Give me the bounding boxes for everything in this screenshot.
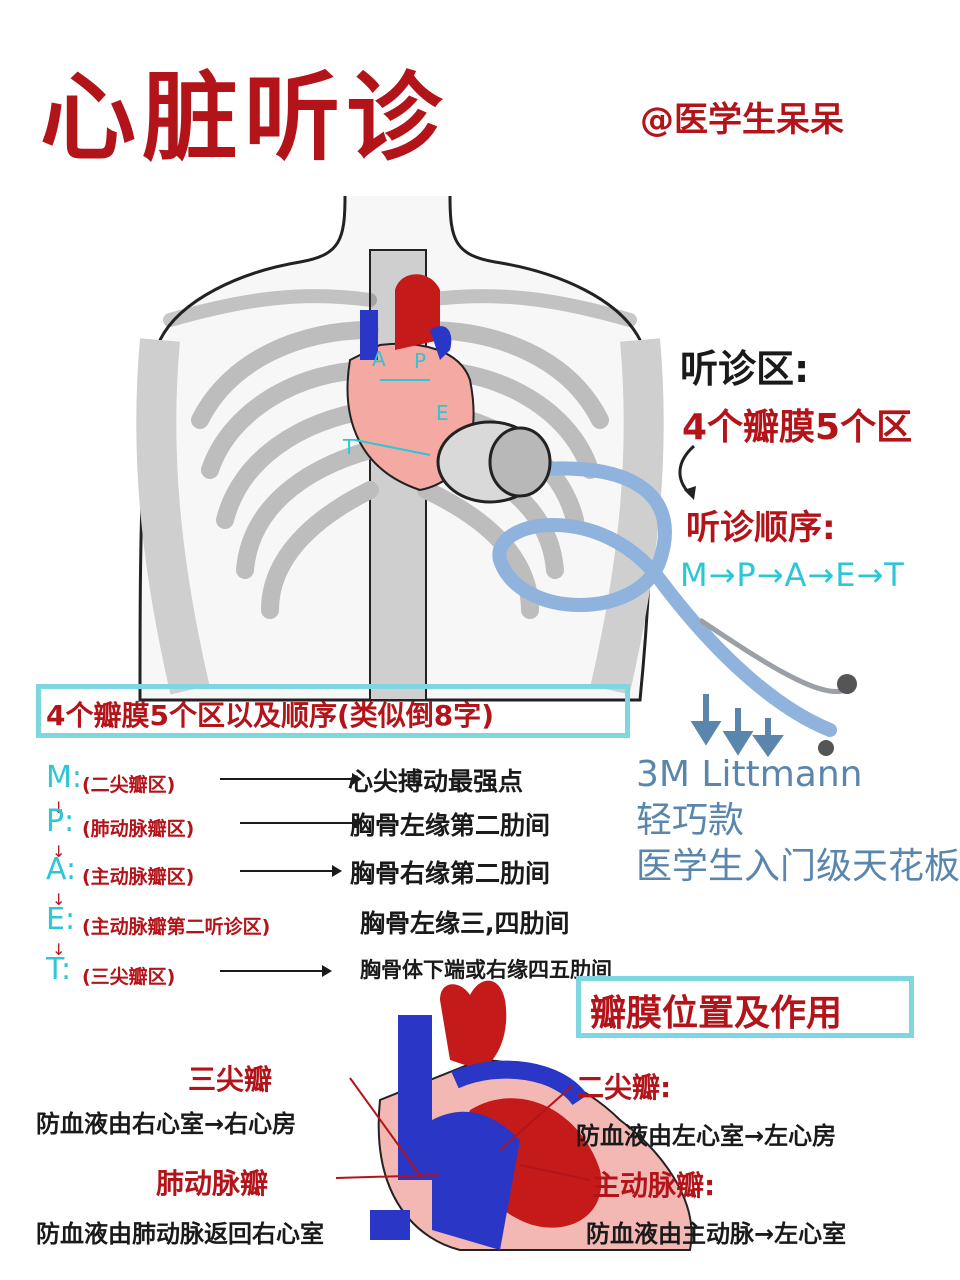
- list-key: T:: [46, 952, 72, 987]
- down-arrow-icon: ↓: [52, 798, 66, 817]
- curve-arrow-icon: [678, 444, 696, 496]
- order-title: 听诊顺序:: [686, 508, 836, 548]
- arm-right: [590, 338, 664, 695]
- list-item: T: (三尖瓣区) 胸骨体下端或右缘四五肋间: [40, 952, 660, 996]
- clavicle-right: [419, 289, 637, 327]
- list-area: (二尖瓣区): [82, 774, 176, 796]
- auscultation-title: 听诊区:: [680, 347, 810, 391]
- list-key: E:: [46, 902, 76, 937]
- heart-anatomy-icon: [370, 980, 693, 1251]
- pulmonary-function: 防血液由肺动脉返回右心室: [36, 1220, 324, 1248]
- pulmonary-label: 肺动脉瓣: [156, 1167, 269, 1200]
- list-location: 胸骨体下端或右缘四五肋间: [360, 958, 612, 982]
- list-item: M: ↓ (二尖瓣区) 心尖搏动最强点: [40, 760, 660, 817]
- order-sequence: M→P→A→E→T: [680, 556, 905, 594]
- valve-title: 瓣膜位置及作用: [590, 993, 843, 1034]
- brand-block: 3M Littmann 轻巧款 医学生入门级天花板: [636, 752, 960, 890]
- down-arrow-icon: ↓: [52, 940, 66, 959]
- stethoscope-icon: [436, 420, 857, 756]
- list-title: 4个瓣膜5个区以及顺序(类似倒8字): [46, 699, 495, 732]
- list-area: (主动脉瓣第二听诊区): [82, 916, 271, 938]
- auscultation-subtitle: 4个瓣膜5个区: [682, 407, 913, 448]
- list-location: 胸骨左缘第二肋间: [350, 811, 551, 840]
- down-arrow-icon: ↓: [52, 890, 66, 909]
- list-location: 胸骨右缘第二肋间: [350, 859, 551, 888]
- author-handle: @医学生呆呆: [640, 100, 844, 140]
- right-arrow-icon: [240, 865, 342, 877]
- list-item: A: ↓ (主动脉瓣区) 胸骨右缘第二肋间: [40, 852, 660, 909]
- brand-model: 轻巧款: [636, 800, 745, 841]
- tricuspid-label: 三尖瓣: [188, 1063, 273, 1096]
- down-arrows-icon: [690, 694, 784, 758]
- brand-name: 3M Littmann: [636, 754, 863, 795]
- right-arrow-icon: [220, 965, 332, 977]
- valve-pointer-lines: [335, 1077, 591, 1181]
- arm-left: [136, 338, 210, 695]
- list-item: P: ↓ (肺动脉瓣区) 胸骨左缘第二肋间: [40, 804, 660, 861]
- right-arrow-icon: [220, 773, 362, 785]
- marker-t: T: [342, 435, 356, 459]
- mitral-function: 防血液由左心室→左心房: [576, 1122, 837, 1150]
- down-arrow-icon: ↓: [52, 842, 66, 861]
- aortic-function: 防血液由主动脉→左心室: [586, 1220, 847, 1248]
- list-key: A:: [46, 852, 77, 887]
- page-title: 心脏听诊: [40, 61, 448, 174]
- list-area: (主动脉瓣区): [82, 866, 195, 888]
- brand-tagline: 医学生入门级天花板: [636, 846, 960, 887]
- list-key: P:: [46, 804, 75, 839]
- marker-p: P: [414, 349, 426, 373]
- marker-a: A: [372, 347, 386, 371]
- list-area: (三尖瓣区): [82, 966, 176, 988]
- list-area: (肺动脉瓣区): [82, 818, 195, 840]
- list-location: 胸骨左缘三,四肋间: [360, 909, 570, 938]
- mitral-label: 二尖瓣:: [576, 1071, 672, 1104]
- list-title-box: [36, 684, 630, 738]
- right-arrow-icon: [240, 817, 362, 829]
- valve-title-box: [576, 976, 914, 1038]
- tricuspid-function: 防血液由右心室→右心房: [36, 1110, 297, 1138]
- marker-e: E: [436, 401, 449, 425]
- clavicle-left: [163, 289, 377, 327]
- list-key: M:: [46, 760, 82, 795]
- aortic-label: 主动脉瓣:: [592, 1169, 716, 1202]
- list-item: E: ↓ (主动脉瓣第二听诊区) 胸骨左缘三,四肋间: [40, 902, 660, 959]
- list-location: 心尖搏动最强点: [348, 767, 524, 796]
